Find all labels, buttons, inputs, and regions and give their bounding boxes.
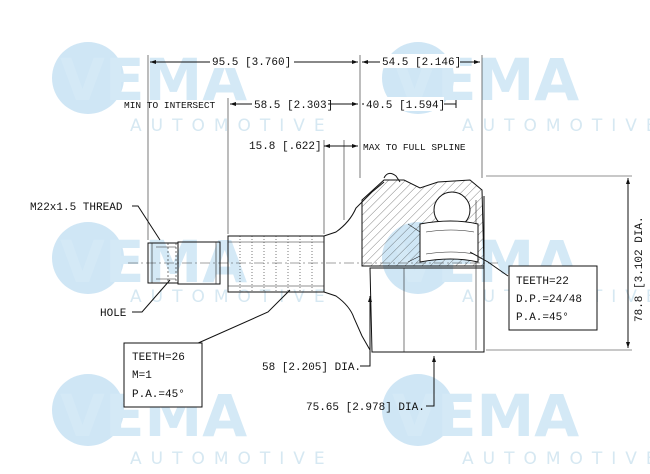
dim-right-40: 40.5 [1.594]	[366, 100, 445, 112]
dim-min-intersect-value: 58.5 [2.303]	[254, 100, 333, 112]
bell-neck-bottom	[323, 291, 371, 351]
dimension-lines	[132, 54, 632, 407]
dim-hole: HOLE	[100, 308, 127, 320]
watermark-logo-icon: VEMA AUTOMOTIVE	[382, 374, 650, 469]
dim-spline-label: MAX TO FULL SPLINE	[363, 142, 466, 153]
bell-neck-top	[323, 181, 385, 237]
watermark-brand: VEMA	[392, 382, 579, 450]
callout-inner-spline: TEETH=22 D.P.=24/48 P.A.=45°	[508, 265, 598, 331]
inner-dp: D.P.=24/48	[516, 294, 582, 306]
watermark-group: VEMA AUTOMOTIVE VEMA AUTOMOTIVE VEMA AUT…	[52, 42, 650, 469]
inner-teeth: TEETH=22	[516, 276, 569, 288]
watermark-logo-icon: VEMA AUTOMOTIVE	[52, 42, 334, 136]
dim-75: 75.65 [2.978] DIA.	[306, 402, 425, 414]
dim-overall-right: 54.5 [2.146]	[382, 57, 461, 69]
ball-cage	[407, 191, 479, 263]
outer-m: M=1	[132, 370, 152, 382]
dim-spline-value: 15.8 [.622]	[249, 141, 322, 153]
watermark-logo-icon: VEMA AUTOMOTIVE	[52, 374, 334, 469]
callout-outer-spline: TEETH=26 M=1 P.A.=45°	[123, 342, 203, 408]
watermark-tagline: AUTOMOTIVE	[130, 449, 334, 469]
dim-thread: M22x1.5 THREAD	[30, 202, 123, 214]
cv-joint-drawing	[128, 172, 500, 353]
dim-78: 78.8 [3.102 DIA.	[634, 216, 646, 322]
watermark-tagline: AUTOMOTIVE	[130, 116, 334, 136]
dim-min-intersect-label: MIN TO INTERSECT	[124, 100, 216, 111]
watermark-tagline: AUTOMOTIVE	[130, 287, 334, 307]
watermark-logo-icon: VEMA AUTOMOTIVE	[52, 222, 334, 307]
splined-shaft	[227, 235, 325, 293]
collar	[177, 241, 221, 285]
outer-teeth: TEETH=26	[132, 352, 185, 364]
dim-overall-left: 95.5 [3.760]	[212, 57, 291, 69]
outer-pa: P.A.=45°	[132, 389, 185, 401]
dim-58: 58 [2.205] DIA.	[262, 362, 361, 374]
boot-lip	[383, 172, 401, 183]
watermark-brand: VEMA	[60, 228, 247, 296]
watermark-tagline: AUTOMOTIVE	[462, 449, 650, 469]
inner-pa: P.A.=45°	[516, 312, 569, 324]
watermark-tagline: AUTOMOTIVE	[462, 116, 650, 136]
